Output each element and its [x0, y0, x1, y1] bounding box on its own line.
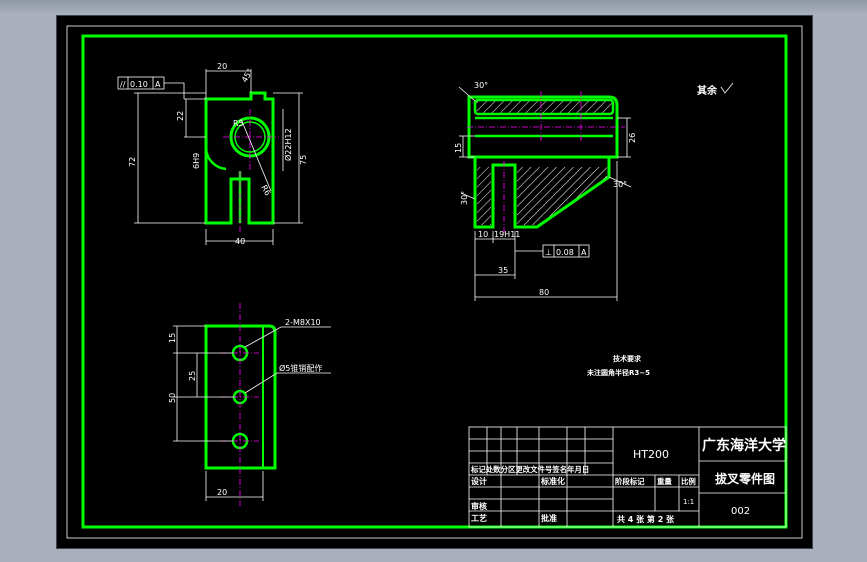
front-view-notch	[204, 148, 227, 171]
window-titlebar	[0, 0, 867, 14]
label-process: 工艺	[471, 513, 487, 523]
part-name: 拔叉零件图	[715, 471, 775, 486]
university-name: 广东海洋大学	[702, 437, 786, 454]
dim-side-angle-left: 30°	[460, 191, 469, 205]
label-scale: 比例	[681, 477, 696, 486]
label-standardize: 标准化	[540, 476, 565, 486]
dim-front-40: 40	[235, 237, 245, 246]
label-stage-mark: 阶段标记	[615, 477, 645, 486]
sheet-outer-border	[66, 25, 803, 539]
dim-side-15: 15	[454, 143, 463, 153]
dim-side-80: 80	[539, 288, 549, 297]
bottom-view: 2-M8X10 Ø5锥销配作 15 25 50 20	[168, 303, 331, 506]
dim-front-top-width: 20	[217, 62, 227, 71]
dim-front-angle: 45°	[240, 67, 255, 84]
dim-bottom-25: 25	[188, 371, 197, 381]
dim-front-r5: R5	[233, 119, 244, 128]
engineering-drawing: // 0.10 A 20 45° 22 6H9 72 Ø22H12 75 R5 …	[66, 25, 803, 539]
tech-notes-line1: 未注圆角半径R3~5	[587, 368, 650, 377]
label-weight: 重量	[657, 477, 672, 486]
dim-side-26: 26	[628, 133, 637, 143]
dim-side-angle-top: 30°	[474, 81, 488, 90]
thread-callout: 2-M8X10	[285, 318, 321, 327]
dim-front-72: 72	[128, 157, 137, 167]
roughness-icon	[720, 82, 734, 94]
label-review: 审核	[471, 501, 487, 511]
label-design: 设计	[471, 476, 487, 486]
dim-front-6h9: 6H9	[192, 153, 201, 169]
tech-notes-title: 技术要求	[613, 354, 642, 363]
cad-viewport[interactable]: // 0.10 A 20 45° 22 6H9 72 Ø22H12 75 R5 …	[56, 15, 813, 549]
dim-bottom-50: 50	[168, 393, 177, 403]
technical-notes: 技术要求 未注圆角半径R3~5	[587, 354, 650, 377]
dim-front-bore: Ø22H12	[283, 128, 293, 161]
perp-datum: A	[581, 248, 587, 257]
revision-header-row: 标记处数分区更改文件号签名年月日	[470, 465, 589, 474]
bottom-view-outline	[204, 324, 277, 470]
sheet-frame	[81, 34, 788, 529]
dim-side-35: 35	[498, 266, 508, 275]
dim-front-22: 22	[176, 111, 185, 121]
hatch-top	[475, 100, 613, 114]
perp-symbol: ⊥	[545, 248, 552, 257]
tolerance-symbol: //	[120, 80, 126, 89]
dim-front-75: 75	[299, 155, 308, 165]
dim-bottom-15: 15	[168, 333, 177, 343]
drawing-number: 002	[731, 506, 750, 517]
tolerance-datum: A	[155, 80, 161, 89]
dim-front-r6: R6	[259, 184, 272, 198]
side-section-view: 30° 15 26 30° 30° 10 19H11 ⊥ 0.08 A 35 8…	[454, 81, 734, 301]
title-block: HT200 广东海洋大学 拔叉零件图 002 标记处数分区更改文件号签名年月日 …	[468, 426, 787, 528]
material: HT200	[633, 448, 669, 461]
dim-side-19h11: 19H11	[494, 230, 520, 239]
side-view-top-body	[467, 95, 619, 159]
perp-value: 0.08	[556, 248, 574, 257]
label-approve: 批准	[541, 513, 557, 523]
dim-bottom-20: 20	[217, 488, 227, 497]
dim-side-angle-right: 30°	[613, 180, 627, 189]
tolerance-value: 0.10	[130, 80, 148, 89]
dim-side-10: 10	[478, 230, 488, 239]
side-view-rib	[473, 155, 611, 229]
sheet-count: 共 4 张 第 2 张	[617, 514, 675, 524]
taper-pin-note: Ø5锥销配作	[279, 363, 322, 373]
scale-value: 1:1	[683, 498, 694, 506]
front-view: // 0.10 A 20 45° 22 6H9 72 Ø22H12 75 R5 …	[117, 62, 308, 246]
surface-roughness-note: 其余	[697, 84, 718, 97]
